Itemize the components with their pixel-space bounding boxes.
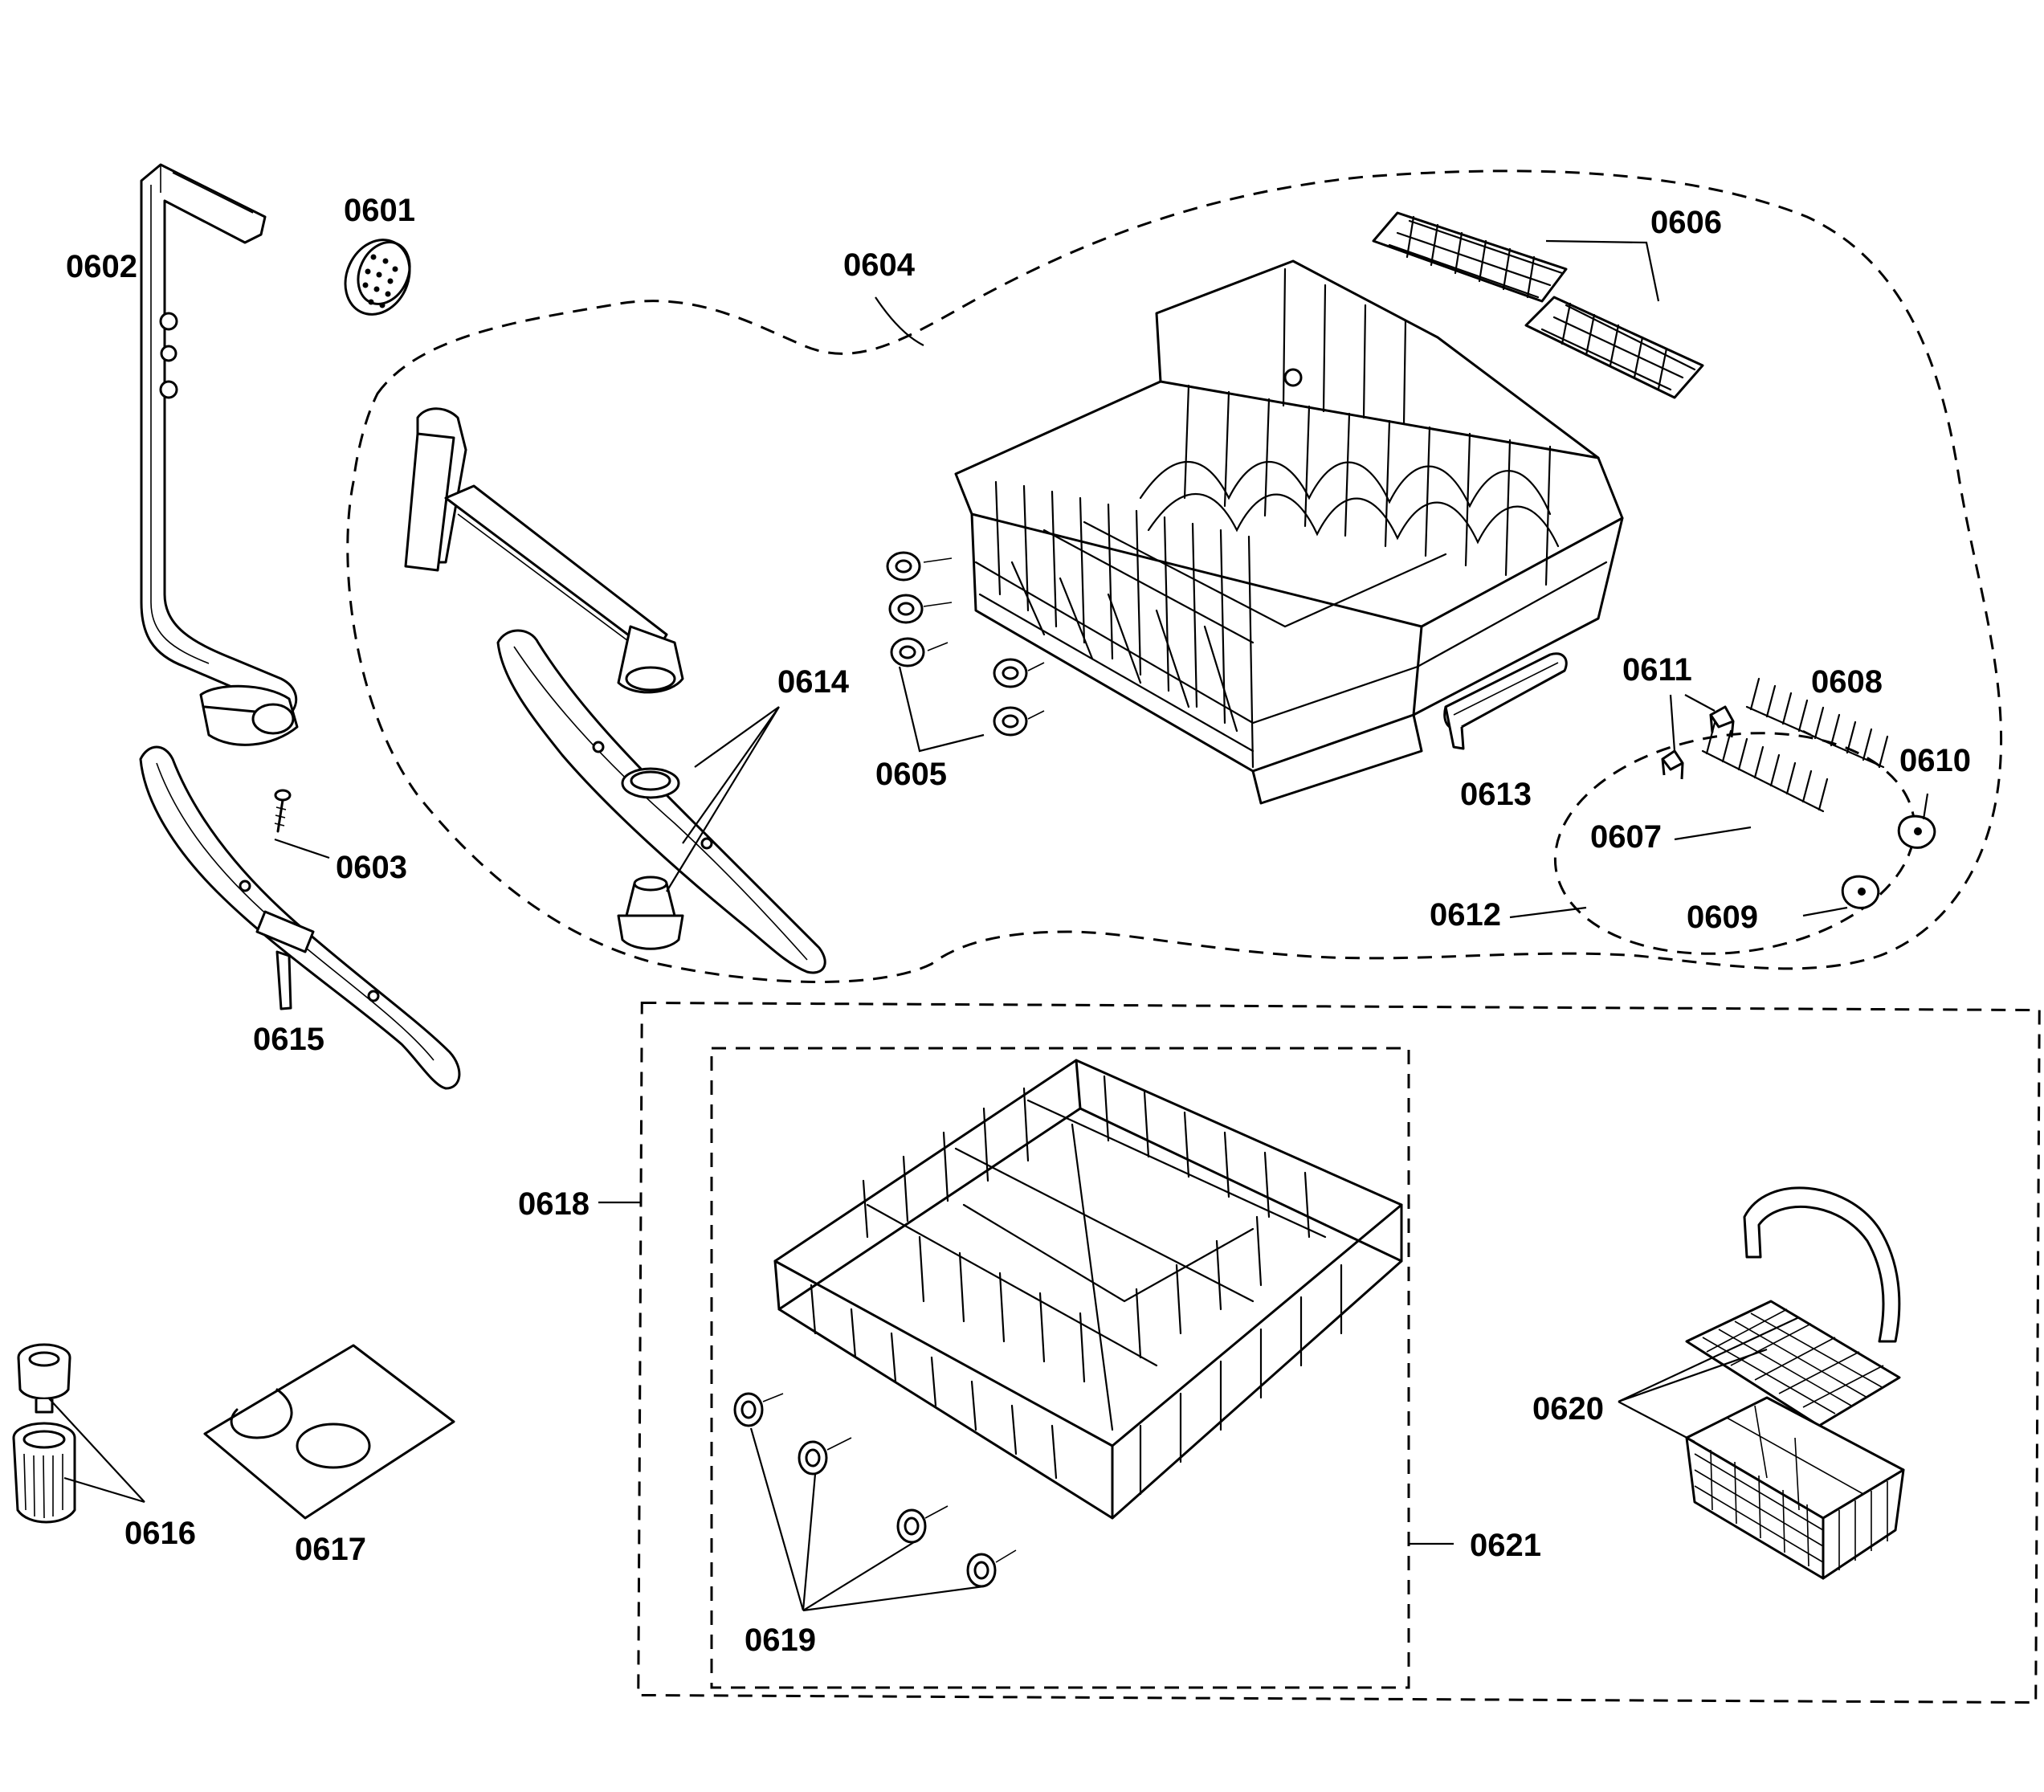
label-0606: 0606 [1650, 205, 1722, 240]
label-0609: 0609 [1687, 900, 1758, 935]
cover-plate-0617 [203, 1344, 455, 1520]
part-labels: 0601 0602 0603 0604 0605 0606 0607 0608 … [66, 193, 1971, 1658]
label-0605: 0605 [875, 757, 947, 792]
leader-lines [47, 239, 1929, 1612]
cup-shelves-0606 [1372, 211, 1704, 399]
label-0602: 0602 [66, 249, 137, 284]
label-0608: 0608 [1811, 664, 1883, 700]
upper-rack-rollers-0605 [886, 551, 1045, 737]
label-0619: 0619 [745, 1623, 816, 1658]
label-0612: 0612 [1430, 897, 1501, 933]
upper-dish-rack [954, 259, 1624, 805]
filters-0616 [12, 1343, 76, 1524]
tine-pivot-0609 [1841, 875, 1880, 909]
label-0621: 0621 [1470, 1528, 1541, 1563]
silverware-basket-0620 [1685, 1186, 1905, 1580]
tine-rows-0607-0608 [1701, 677, 1889, 813]
label-0610: 0610 [1899, 743, 1971, 778]
label-0604: 0604 [843, 247, 916, 283]
label-0611: 0611 [1622, 652, 1692, 688]
label-0613: 0613 [1460, 777, 1532, 812]
screw-0603 [274, 789, 292, 833]
label-0607: 0607 [1590, 819, 1662, 855]
group-0618-boundary [637, 1001, 2041, 1704]
label-0620: 0620 [1532, 1391, 1604, 1427]
lower-dish-rack [773, 1059, 1403, 1520]
label-0617: 0617 [295, 1532, 366, 1567]
rack-handle-0613 [1443, 652, 1568, 750]
label-0603: 0603 [336, 850, 407, 885]
nozzle-cap-0601 [344, 239, 411, 316]
label-0615: 0615 [253, 1022, 324, 1057]
group-0621-boundary [710, 1047, 1410, 1689]
group-0604-boundary [346, 169, 2003, 983]
lower-rack-rollers-0619 [733, 1392, 1017, 1588]
label-0614: 0614 [777, 664, 850, 700]
label-0601: 0601 [344, 193, 415, 228]
label-0616: 0616 [124, 1516, 196, 1551]
label-0618: 0618 [518, 1186, 590, 1222]
tine-clips-0611 [1661, 705, 1735, 780]
middle-spray-arm-0614 [404, 407, 826, 974]
lower-spray-arm-0615 [139, 745, 461, 1090]
tine-pivot-0610 [1897, 814, 1936, 849]
spray-pipe-0602 [140, 163, 299, 746]
